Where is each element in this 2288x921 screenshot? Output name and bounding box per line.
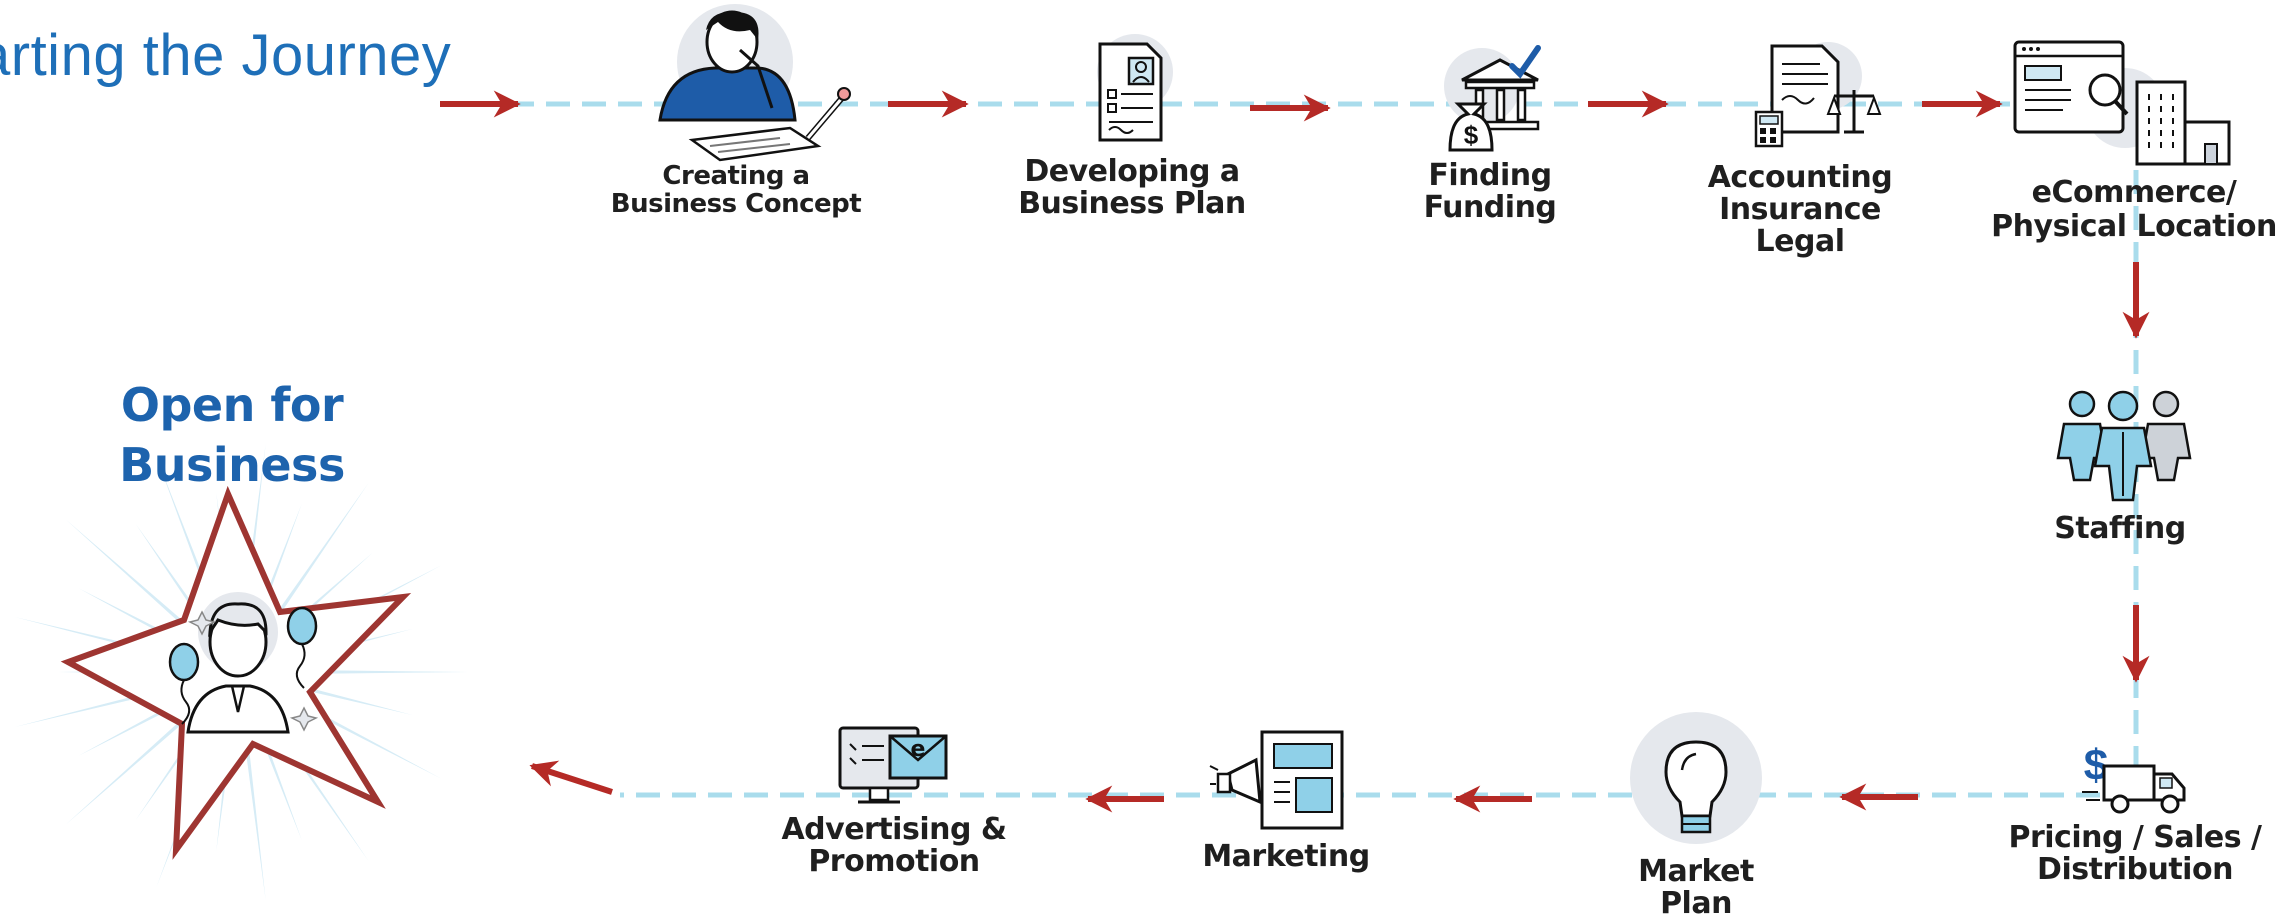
finish-label: Open for Business (119, 378, 345, 492)
lightbulb-icon (1630, 712, 1762, 844)
email-letter-glyph: e (911, 737, 926, 762)
burst-ray (258, 482, 369, 641)
step-label-pricing: Pricing / Sales / Distribution (2008, 820, 2262, 887)
celebration-star-icon (14, 443, 468, 901)
burst-ray (65, 696, 210, 825)
burst-ray (65, 519, 210, 648)
step-label-accounting: Accounting Insurance Legal (1707, 160, 1893, 259)
team-people-icon (2056, 390, 2192, 502)
step-label-staffing: Staffing (2054, 511, 2186, 546)
step-label-business-plan: Developing a Business Plan (1018, 154, 1246, 221)
thinking-person-icon (658, 4, 851, 162)
burst-ray (240, 711, 266, 901)
step-label-ecommerce: eCommerce/ Physical Location (1991, 175, 2277, 244)
megaphone-newspaper-icon (1209, 730, 1344, 830)
bank-money-bag-icon: $ (1444, 45, 1541, 152)
step-label-business-concept: Creating a Business Concept (610, 161, 862, 219)
browser-building-icon (2013, 40, 2231, 166)
step-label-market-plan: Market Plan (1638, 854, 1754, 921)
page-title: arting the Journey (0, 23, 452, 88)
delivery-truck-icon: $ (2082, 741, 2186, 814)
step-label-marketing: Marketing (1202, 839, 1370, 874)
direction-arrows (440, 90, 2150, 813)
legal-documents-icon (1754, 42, 1882, 148)
dollar-glyph: $ (1464, 120, 1479, 150)
arrow-left (529, 760, 613, 795)
step-label-advertising: Advertising & Promotion (781, 812, 1007, 879)
step-label-funding: Finding Funding (1423, 158, 1557, 225)
monitor-email-icon: e (838, 726, 948, 804)
business-plan-document-icon (1097, 34, 1173, 142)
